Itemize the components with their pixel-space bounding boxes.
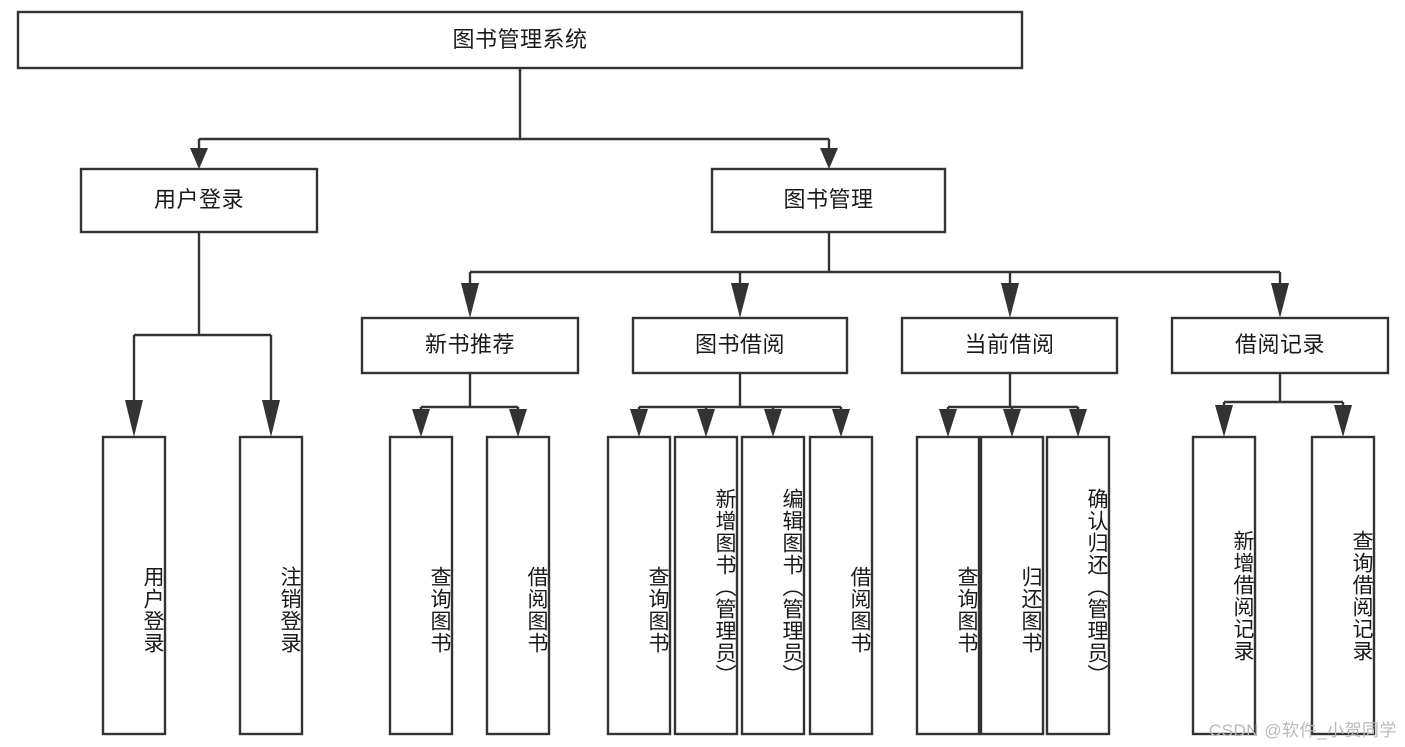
arrow-user-login-leaf-1-icon — [125, 400, 143, 437]
node-box-leaf[interactable] — [673, 435, 739, 736]
node-box-current-borrow[interactable] — [900, 316, 1119, 375]
arrow-to-current-borrow-icon — [1001, 283, 1019, 318]
arrow-book-borrow-leaf-1-icon — [630, 409, 648, 437]
arrow-root-to-book-manage-icon — [820, 148, 838, 169]
arrow-to-borrow-record-icon — [1271, 283, 1289, 318]
node-box-leaf[interactable] — [979, 435, 1045, 736]
arrow-current-borrow-leaf-1-icon — [939, 409, 957, 437]
arrow-borrow-record-leaf-1-icon — [1215, 405, 1233, 437]
node-box-leaf[interactable] — [915, 435, 981, 736]
node-box-borrow-record[interactable] — [1170, 316, 1390, 375]
node-box-root[interactable] — [16, 10, 1024, 70]
arrow-borrow-record-leaf-2-icon — [1334, 405, 1352, 437]
node-box-leaf[interactable] — [238, 435, 304, 736]
node-box-leaf[interactable] — [388, 435, 454, 736]
node-box-leaf[interactable] — [808, 435, 874, 736]
arrow-user-login-leaf-2-icon — [262, 400, 280, 437]
node-box-leaf[interactable] — [740, 435, 806, 736]
arrow-to-book-borrow-icon — [731, 283, 749, 318]
node-box-book-manage[interactable] — [710, 167, 947, 234]
arrow-book-borrow-leaf-2-icon — [697, 409, 715, 437]
node-box-leaf[interactable] — [1191, 435, 1257, 736]
node-box-layer — [16, 10, 1390, 736]
arrow-book-borrow-leaf-4-icon — [832, 409, 850, 437]
node-box-user-login[interactable] — [79, 167, 319, 234]
node-box-book-borrow[interactable] — [631, 316, 849, 375]
arrow-new-book-leaf-1-icon — [412, 409, 430, 437]
arrow-root-to-user-login-icon — [190, 148, 208, 169]
connector-layer — [125, 68, 1352, 437]
node-box-leaf[interactable] — [101, 435, 167, 736]
arrow-current-borrow-leaf-2-icon — [1003, 409, 1021, 437]
node-box-leaf[interactable] — [1045, 435, 1111, 736]
arrow-current-borrow-leaf-3-icon — [1069, 409, 1087, 437]
node-box-leaf[interactable] — [606, 435, 672, 736]
node-box-leaf[interactable] — [1310, 435, 1376, 736]
arrow-book-borrow-leaf-3-icon — [764, 409, 782, 437]
node-box-leaf[interactable] — [485, 435, 551, 736]
arrow-to-new-book-recommend-icon — [461, 283, 479, 318]
node-box-new-book-recommend[interactable] — [360, 316, 580, 375]
arrow-new-book-leaf-2-icon — [509, 409, 527, 437]
